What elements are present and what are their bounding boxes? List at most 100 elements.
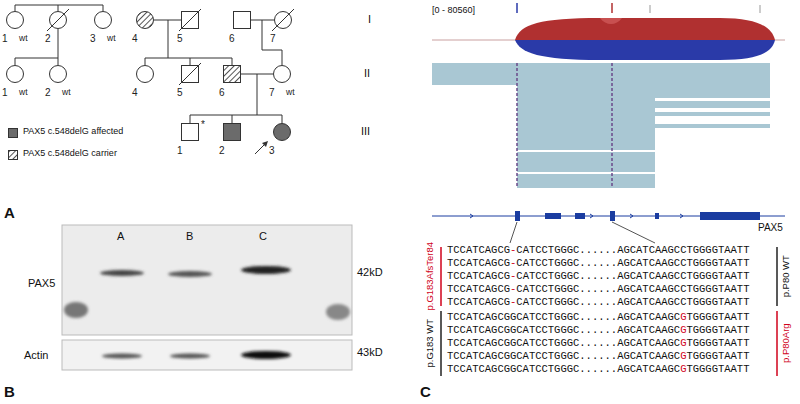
protein-label: PAX5 [28,277,55,289]
male-symbol: 5 [181,11,199,29]
genotype-label: wt [19,88,28,97]
individual-number: 4 [132,87,138,98]
sequence-read: TCCATCAGCG-CATCCTGGGC......AGCATCAAGCCTG… [447,284,749,296]
pedigree-shape [181,65,199,83]
individual-number: 2 [45,87,51,98]
female-symbol: 7wt [273,65,291,83]
variant-base: G [680,324,686,336]
gene-label: PAX5 [758,222,783,233]
male-symbol: 6 [223,65,241,83]
pedigree-shape [49,11,67,29]
male-symbol: 6 [233,11,251,29]
sequence-read: TCCATCAGCGGCATCCTGGGC......AGCATCAAGCGTG… [447,364,749,376]
genotype-label: wt [107,34,116,43]
female-symbol: 7 [274,11,292,29]
lane-label: A [117,230,124,242]
proband-arrow [262,141,268,147]
variant-base: G [680,363,686,375]
generation-numeral: II [364,67,370,79]
male-symbol: 5 [181,65,199,83]
variant-base: - [510,257,516,269]
range-label: [0 - 80560] [432,6,475,16]
sequence-read: TCCATCAGCGGCATCCTGGGC......AGCATCAAGCGTG… [447,351,749,363]
sequence-read: TCCATCAGCGGCATCCTGGGC......AGCATCAAGCGTG… [447,312,749,324]
male-symbol: 2 [223,123,241,141]
variant-base: G [680,311,686,323]
variant-base: G [680,350,686,362]
female-symbol: 3wt [94,11,112,29]
individual-number: 5 [177,33,183,44]
deceased-slash [47,9,69,31]
shape-outline [95,12,112,29]
deceased-slash [179,9,201,31]
individual-number: 3 [90,33,96,44]
sequence-read: TCCATCAGCG-CATCCTGGGC......AGCATCAAGCCTG… [447,297,749,309]
protein-label: Actin [24,349,48,361]
pedigree-shape [94,11,112,29]
female-symbol: 1wt [6,11,24,29]
pedigree-shape [49,65,67,83]
variant-base: - [510,283,516,295]
shape-outline [274,124,291,141]
shape-outline [224,66,241,83]
individual-number: 2 [45,33,51,44]
individual-number: 1 [2,87,8,98]
shape-outline [137,12,154,29]
marriage-line [241,74,273,75]
generation-numeral: I [368,13,371,25]
variant-base: - [510,296,516,308]
pedigree-shape [223,123,241,141]
shape-outline [234,12,251,29]
legend-swatch [8,128,18,138]
panel-letter: C [420,384,431,401]
female-symbol: 4 [136,65,154,83]
marriage-line [251,20,274,21]
sequence-read: TCCATCAGCGGCATCCTGGGC......AGCATCAAGCGTG… [447,325,749,337]
pedigree-shape [274,11,292,29]
shape-outline [7,66,24,83]
individual-number: 5 [177,87,183,98]
individual-number: 7 [269,87,275,98]
generation-numeral: III [361,125,370,137]
shape-outline [50,66,67,83]
shape-outline [224,124,241,141]
variant-label: p.G183AfsTer84 [425,242,435,311]
individual-number: 6 [219,87,225,98]
pedigree-lines [15,5,282,154]
genotype-label: wt [19,34,28,43]
sequence-read: TCCATCAGCG-CATCCTGGGC......AGCATCAAGCCTG… [447,245,749,257]
igv-view [432,3,785,376]
pedigree-shape [233,11,251,29]
individual-number: 1 [177,145,183,156]
pedigree-shape [136,65,154,83]
pedigree-shape [223,65,241,83]
pedigree-shape [273,65,291,83]
male-symbol: 1* [181,123,199,141]
variant-base: - [510,270,516,282]
individual-number: 1 [2,33,8,44]
pedigree-shape [6,11,24,29]
individual-number: 6 [229,33,235,44]
variant-label: p.G183 WT [425,319,435,368]
hatch-sample [9,151,17,159]
individual-number: 2 [219,145,225,156]
variant-label: p.P80 WT [781,255,791,297]
individual-number: 7 [270,33,276,44]
variant-label: p.P80Arg [781,323,791,363]
female-symbol: 1wt [6,65,24,83]
western-blot [62,225,352,370]
size-label: 43kD [357,346,383,358]
panel-letter: A [4,205,15,222]
sequence-read: TCCATCAGCG-CATCCTGGGC......AGCATCAAGCCTG… [447,258,749,270]
female-symbol: 2wt [49,65,67,83]
note-mark: * [201,119,205,130]
deceased-slash [272,9,294,31]
deceased-slash [179,63,201,85]
individual-number: 3 [269,145,275,156]
pedigree-shape [136,11,154,29]
panel-letter: B [4,384,15,401]
genotype-label: wt [286,88,295,97]
legend-text: PAX5 c.548delG affected [23,127,123,137]
variant-base: - [510,244,516,256]
lane-label: C [259,230,267,242]
